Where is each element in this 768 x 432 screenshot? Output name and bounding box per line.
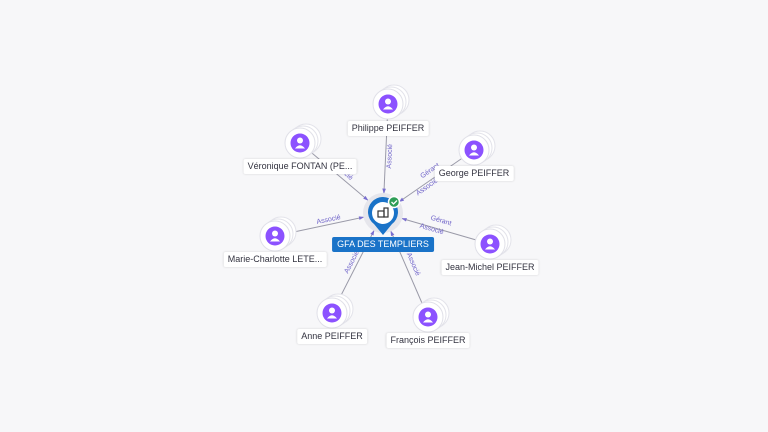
company-name-label[interactable]: GFA DES TEMPLIERS: [332, 237, 434, 252]
edge-arrow: [363, 195, 369, 201]
person-node[interactable]: [474, 224, 512, 260]
edge-relation-label: Associé: [419, 223, 445, 237]
person-name-label[interactable]: Véronique FONTAN (PE...: [243, 159, 357, 174]
edge-arrow: [390, 230, 395, 237]
edge-relation-label: Associé: [405, 252, 421, 277]
person-icon: [480, 234, 500, 254]
person-name-label[interactable]: George PEIFFER: [434, 166, 514, 181]
edge-arrow: [401, 218, 407, 222]
person-node[interactable]: [458, 130, 496, 166]
person-name-label[interactable]: François PEIFFER: [386, 333, 470, 348]
person-node[interactable]: [259, 216, 297, 252]
person-node[interactable]: [284, 123, 322, 159]
person-node[interactable]: [412, 297, 450, 333]
edge-arrow: [358, 216, 365, 220]
person-icon: [418, 307, 438, 327]
person-icon: [265, 226, 285, 246]
person-name-label[interactable]: Anne PEIFFER: [297, 329, 367, 344]
person-node[interactable]: [316, 293, 354, 329]
edge-relation-label: Associé: [316, 214, 342, 226]
person-name-label[interactable]: Jean-Michel PEIFFER: [441, 260, 539, 275]
edge-relation-label: Associé: [386, 144, 394, 169]
building-icon: [377, 207, 389, 218]
person-name-label[interactable]: Marie-Charlotte LETE...: [223, 252, 327, 267]
person-node[interactable]: [372, 84, 410, 120]
check-icon: [387, 195, 401, 209]
person-icon: [378, 94, 398, 114]
person-icon: [290, 133, 310, 153]
company-node[interactable]: [363, 193, 403, 235]
person-icon: [322, 303, 342, 323]
person-icon: [464, 140, 484, 160]
edge-arrow: [382, 188, 386, 195]
edge-arrow: [370, 229, 375, 236]
person-name-label[interactable]: Philippe PEIFFER: [347, 121, 429, 136]
